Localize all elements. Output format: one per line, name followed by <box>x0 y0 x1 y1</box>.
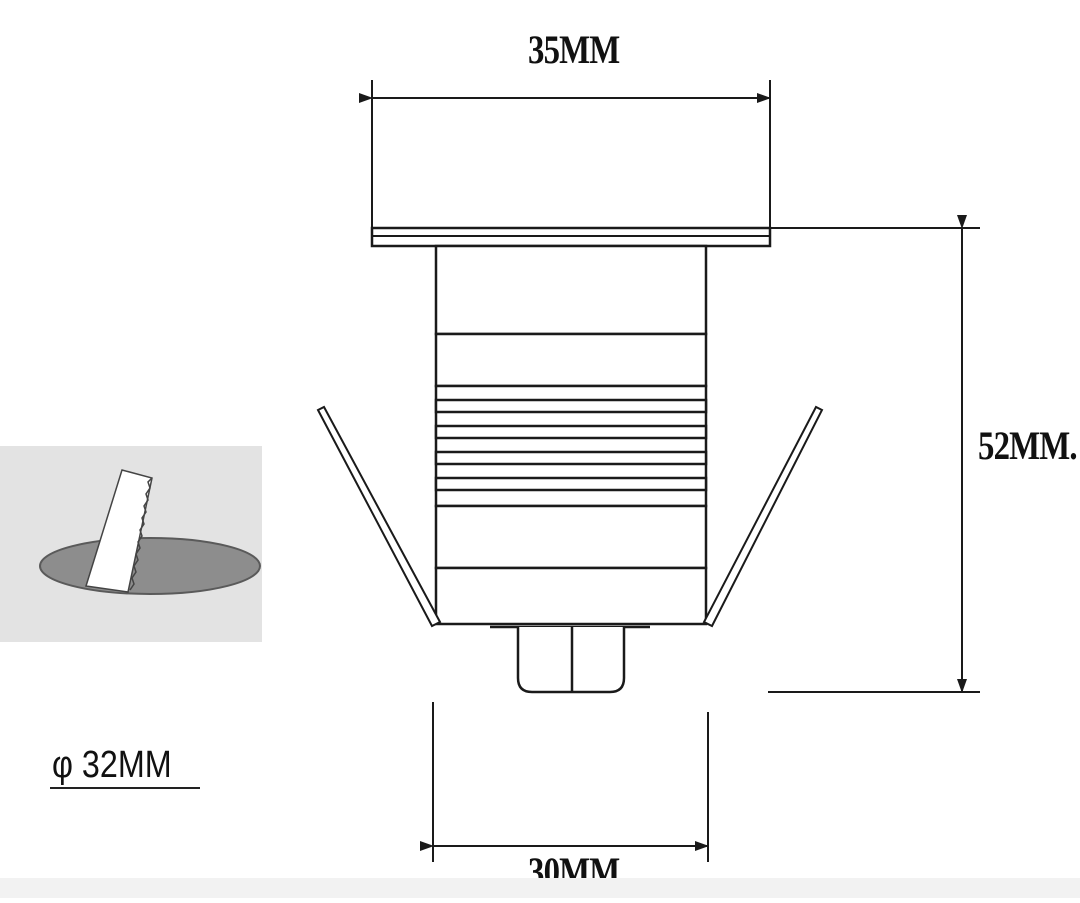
spring-clips <box>316 405 824 628</box>
top-dimension <box>359 80 771 228</box>
top-width-label: 35MM <box>528 27 620 72</box>
bottom-dimension <box>420 702 709 862</box>
height-dimension <box>768 215 980 693</box>
bottom-strip <box>0 878 1080 898</box>
cable-connector <box>490 625 650 694</box>
saw-cutting-hole-icon <box>0 446 262 642</box>
flange <box>370 226 772 248</box>
height-label: 52MM. <box>978 423 1078 468</box>
cutout-diameter-label: φ 32MM <box>52 744 172 786</box>
cooling-fins <box>434 398 708 492</box>
cutout-label-underline <box>50 787 200 789</box>
